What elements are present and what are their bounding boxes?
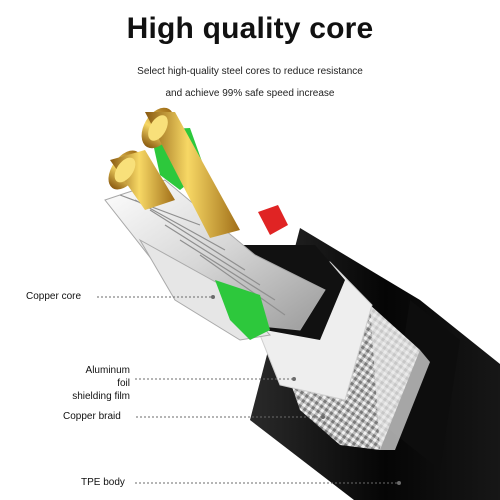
label-aluminum-foil-line1: Aluminum foil bbox=[85, 365, 130, 389]
label-aluminum-foil-line2: shielding film bbox=[72, 391, 130, 402]
pointer-dot-aluminum-foil bbox=[292, 377, 296, 381]
subtitle-line-1: Select high-quality steel cores to reduc… bbox=[137, 66, 363, 77]
red-wire-shape bbox=[258, 205, 288, 235]
subtitle-line-2: and achieve 99% safe speed increase bbox=[165, 88, 335, 99]
label-copper-core: Copper core bbox=[26, 291, 82, 302]
label-tpe-body: TPE body bbox=[81, 477, 125, 488]
label-copper-braid: Copper braid bbox=[63, 411, 121, 422]
pointer-lines bbox=[97, 296, 398, 484]
pointer-dot-copper-braid bbox=[321, 415, 325, 419]
pointer-dot-copper-core bbox=[211, 295, 215, 299]
page-title: High quality core bbox=[126, 12, 374, 45]
pointer-dot-tpe-body bbox=[397, 481, 401, 485]
gold-pins bbox=[108, 107, 240, 238]
label-aluminum-foil: Aluminum foil shielding film bbox=[72, 364, 130, 403]
